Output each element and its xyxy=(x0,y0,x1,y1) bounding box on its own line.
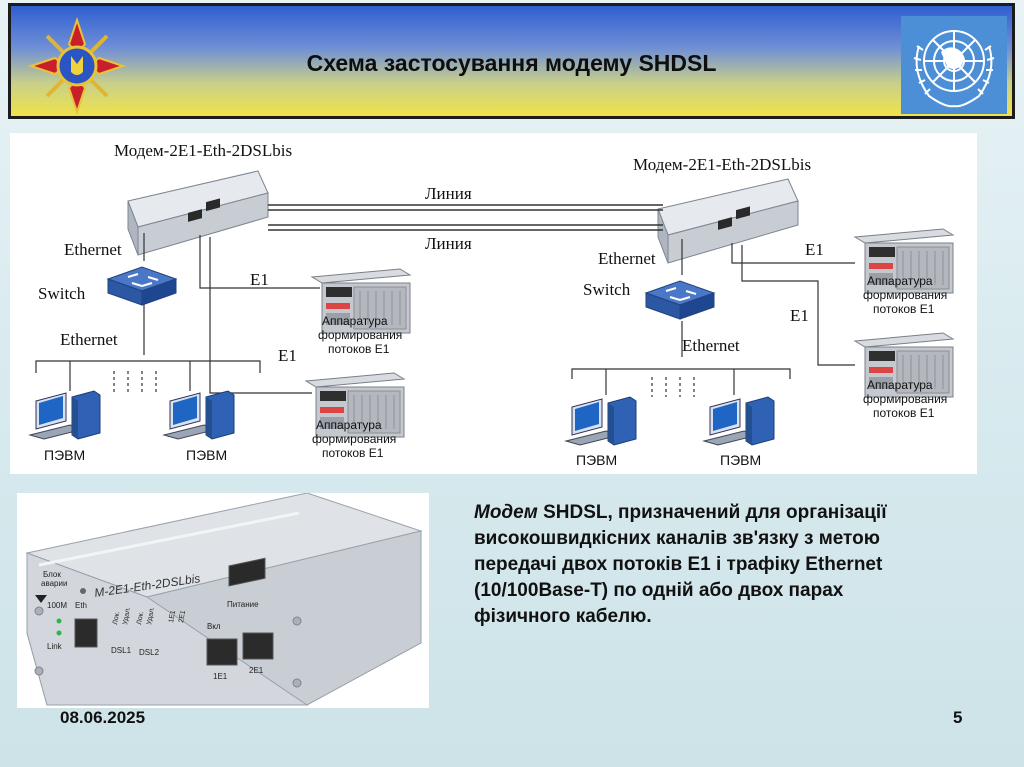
description-line-5: фізичного кабелю. xyxy=(474,606,652,627)
left-pc-2-label: ПЭВМ xyxy=(186,447,227,463)
photo-port-2e1-label: 2E1 xyxy=(249,666,264,675)
left-modem-icon xyxy=(127,170,269,256)
photo-dsl1-label: DSL1 xyxy=(111,646,132,655)
right-ethernet-top-label: Ethernet xyxy=(598,249,656,268)
right-pc-2-icon xyxy=(703,396,775,446)
slide-date: 08.06.2025 xyxy=(60,708,146,727)
left-pc-1-label: ПЭВМ xyxy=(44,447,85,463)
right-equipment-top-line2: формирования xyxy=(863,288,947,302)
left-switch-icon xyxy=(107,266,177,306)
photo-brand-logo-icon xyxy=(35,595,47,603)
description-lead: Модем xyxy=(474,502,538,523)
left-equipment-top-line3: потоков E1 xyxy=(328,342,390,356)
title-banner: Схема застосування модему SHDSL xyxy=(8,3,1015,119)
photo-screw-3-icon xyxy=(34,606,44,616)
photo-screw-1-icon xyxy=(292,616,302,626)
right-e1-bottom-label: E1 xyxy=(790,306,809,325)
right-equipment-bottom-line2: формирования xyxy=(863,392,947,406)
photo-on-label: Вкл xyxy=(207,622,221,631)
left-pc-2-icon xyxy=(163,390,235,440)
un-logo-icon xyxy=(901,16,1007,114)
photo-dsl1-rem-label: Удал. xyxy=(122,606,132,625)
photo-alarm-button-icon xyxy=(80,588,86,594)
description-line-4: (10/100Base-T) по одній або двох парах xyxy=(474,580,844,601)
right-pc-2-label: ПЭВМ xyxy=(720,452,761,468)
left-e1-top-label: E1 xyxy=(250,270,269,289)
description-line-1: Модем SHDSL, призначений для організації xyxy=(474,502,887,523)
photo-dsl1-loc-label: Лок. xyxy=(112,611,121,626)
left-equipment-top-line1: Аппаратура xyxy=(322,314,388,328)
photo-dsl2-loc-label: Лок. xyxy=(136,611,145,626)
photo-eth-label: Eth xyxy=(75,601,87,610)
right-equipment-top-line1: Аппаратура xyxy=(867,274,933,288)
slide-number: 5 xyxy=(953,708,963,727)
left-equipment-bottom-line3: потоков E1 xyxy=(322,446,384,460)
photo-block-label: Блок xyxy=(43,570,61,579)
photo-link-label: Link xyxy=(47,642,63,651)
right-equipment-bottom-line1: Аппаратура xyxy=(867,378,933,392)
left-equipment-bottom-line2: формирования xyxy=(312,432,396,446)
modem-photo: Блок аварии 100M Eth Link M-2E1-Eth-2DSL… xyxy=(17,492,429,708)
photo-power-switch-icon xyxy=(228,557,266,587)
dsl-lines xyxy=(268,204,663,231)
left-equipment-bottom-line1: Аппаратура xyxy=(316,418,382,432)
right-switch-label: Switch xyxy=(583,280,631,299)
left-pc-1-icon xyxy=(29,390,101,440)
description-line-2: високошвидкісних каналів зв'язку з метою xyxy=(474,528,880,549)
photo-screw-4-icon xyxy=(34,666,44,676)
network-diagram-panel: Модем-2E1-Eth-2DSLbis Модем-2E1-Eth-2DSL… xyxy=(10,133,977,474)
photo-dsl2-rem-label: Удал. xyxy=(146,606,156,625)
left-ethernet-bottom-label: Ethernet xyxy=(60,330,118,349)
right-pc-1-icon xyxy=(565,396,637,446)
right-modem-icon xyxy=(657,178,799,264)
photo-alarm-label: аварии xyxy=(41,579,67,588)
photo-eth-port-icon xyxy=(74,618,98,648)
photo-e1-port-1-icon xyxy=(206,638,238,666)
description-line-3: передачі двох потоків E1 і трафіку Ether… xyxy=(474,554,883,575)
right-e1-top-label: E1 xyxy=(805,240,824,259)
line-top-label: Линия xyxy=(425,184,472,203)
left-wiring xyxy=(35,233,320,394)
right-equipment-bottom-line3: потоков E1 xyxy=(873,406,935,420)
left-ethernet-top-label: Ethernet xyxy=(64,240,122,259)
left-modem-label: Модем-2E1-Eth-2DSLbis xyxy=(114,141,292,160)
photo-port-1e1-label: 1E1 xyxy=(213,672,228,681)
left-e1-bottom-label: E1 xyxy=(278,346,297,365)
photo-screw-2-icon xyxy=(292,678,302,688)
right-pc-1-label: ПЭВМ xyxy=(576,452,617,468)
armed-forces-emblem-icon xyxy=(27,16,127,116)
page-title: Схема застосування модему SHDSL xyxy=(306,50,717,76)
modem-description: Модем SHDSL, призначений для організації… xyxy=(474,500,974,630)
right-wiring xyxy=(571,239,855,397)
photo-e1-port-2-icon xyxy=(242,632,274,660)
photo-dsl2-label: DSL2 xyxy=(139,648,160,657)
right-equipment-top-line3: потоков E1 xyxy=(873,302,935,316)
photo-led-1-icon xyxy=(56,618,62,624)
photo-speed-label: 100M xyxy=(47,601,67,610)
photo-2e1-led-label: 2E1 xyxy=(178,610,187,624)
photo-1e1-led-label: 1E1 xyxy=(168,610,177,624)
left-equipment-top-line2: формирования xyxy=(318,328,402,342)
line-bottom-label: Линия xyxy=(425,234,472,253)
right-modem-label: Модем-2E1-Eth-2DSLbis xyxy=(633,155,811,174)
photo-power-label: Питание xyxy=(227,600,259,609)
left-switch-label: Switch xyxy=(38,284,86,303)
right-ethernet-bottom-label: Ethernet xyxy=(682,336,740,355)
photo-led-2-icon xyxy=(56,630,62,636)
right-switch-icon xyxy=(645,280,715,320)
